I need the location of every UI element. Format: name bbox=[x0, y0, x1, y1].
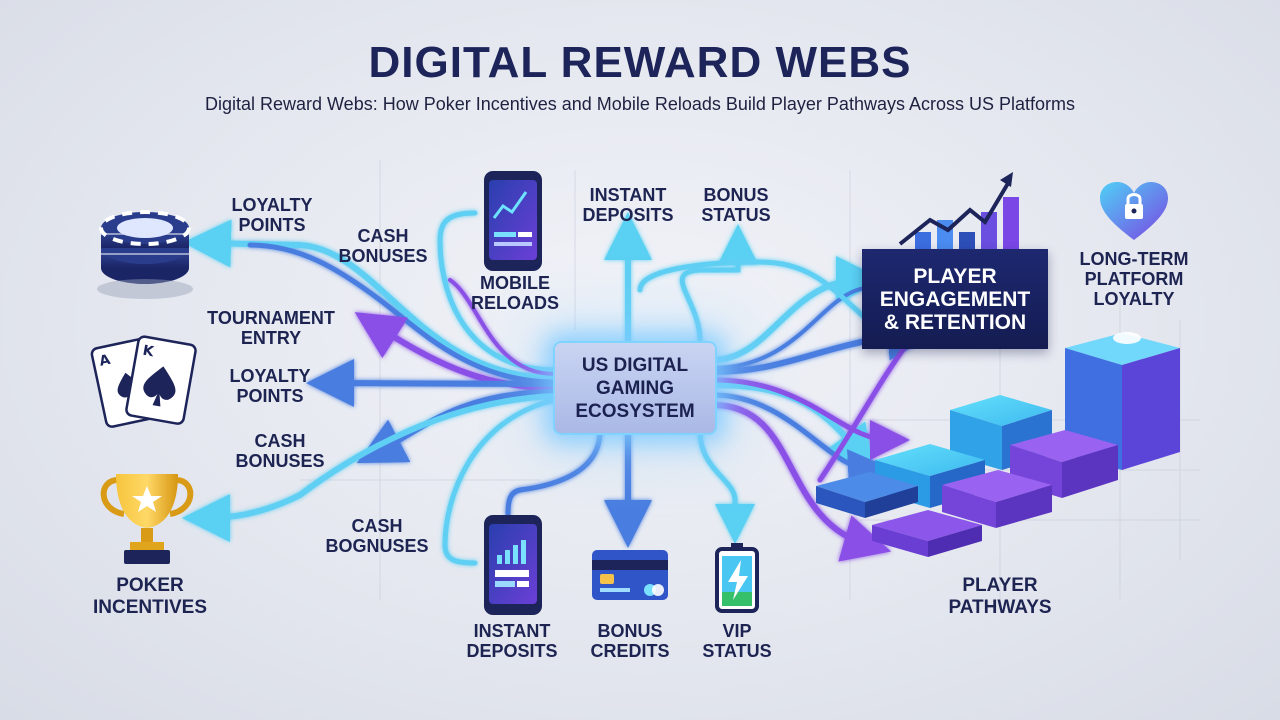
steps-blocks-icon bbox=[816, 332, 1180, 557]
left-flow-lines bbox=[182, 210, 558, 566]
label-mobile-reloads: MOBILE RELOADS bbox=[470, 273, 559, 313]
label-instant-deposits-bottom: INSTANT DEPOSITS bbox=[466, 621, 558, 661]
battery-bolt-icon bbox=[715, 543, 759, 613]
label-instant-deposits-top: INSTANT DEPOSITS bbox=[582, 185, 674, 225]
label-poker-incentives: POKER INCENTIVES bbox=[92, 575, 208, 618]
smartphone-chart-icon bbox=[484, 171, 542, 271]
engagement-retention-box: PLAYER ENGAGEMENT & RETENTION bbox=[862, 249, 1048, 349]
ecosystem-hub-label: US DIGITAL GAMING ECOSYSTEM bbox=[575, 354, 695, 422]
page-title: DIGITAL REWARD WEBS bbox=[368, 38, 912, 87]
label-vip-status: VIP STATUS bbox=[702, 621, 772, 661]
label-tournament-entry: TOURNAMENT ENTRY bbox=[207, 308, 335, 348]
credit-card-icon bbox=[592, 550, 668, 600]
svg-text:A: A bbox=[98, 352, 112, 370]
page-subtitle: Digital Reward Webs: How Poker Incentive… bbox=[204, 94, 1076, 114]
engagement-retention-label: PLAYER ENGAGEMENT & RETENTION bbox=[879, 264, 1031, 334]
label-bonus-status: BONUS STATUS bbox=[701, 185, 771, 225]
svg-text:K: K bbox=[141, 343, 156, 361]
label-cash-bonuses-mid: CASH BONUSES bbox=[235, 431, 325, 471]
vertical-flow-lines bbox=[505, 212, 758, 548]
growth-chart-icon bbox=[898, 172, 1019, 260]
label-cash-bonuses-bottom: CASH BOGNUSES bbox=[325, 516, 429, 556]
label-bonus-credits: BONUS CREDITS bbox=[590, 621, 670, 661]
label-loyalty-points-mid: LOYALTY POINTS bbox=[229, 366, 311, 406]
poker-chips-icon bbox=[97, 210, 193, 299]
trophy-icon bbox=[100, 474, 194, 564]
right-flow-lines bbox=[637, 256, 936, 562]
label-cash-bonuses-top: CASH BONUSES bbox=[338, 226, 428, 266]
ecosystem-hub: US DIGITAL GAMING ECOSYSTEM bbox=[553, 341, 717, 435]
label-loyalty-points-top: LOYALTY POINTS bbox=[231, 195, 313, 235]
playing-cards-icon: A K bbox=[90, 335, 197, 428]
heart-lock-icon bbox=[1100, 182, 1168, 240]
smartphone-dashboard-icon bbox=[484, 515, 542, 615]
label-player-pathways: PLAYER PATHWAYS bbox=[948, 575, 1052, 618]
label-long-term-loyalty: LONG-TERM PLATFORM LOYALTY bbox=[1079, 249, 1189, 309]
